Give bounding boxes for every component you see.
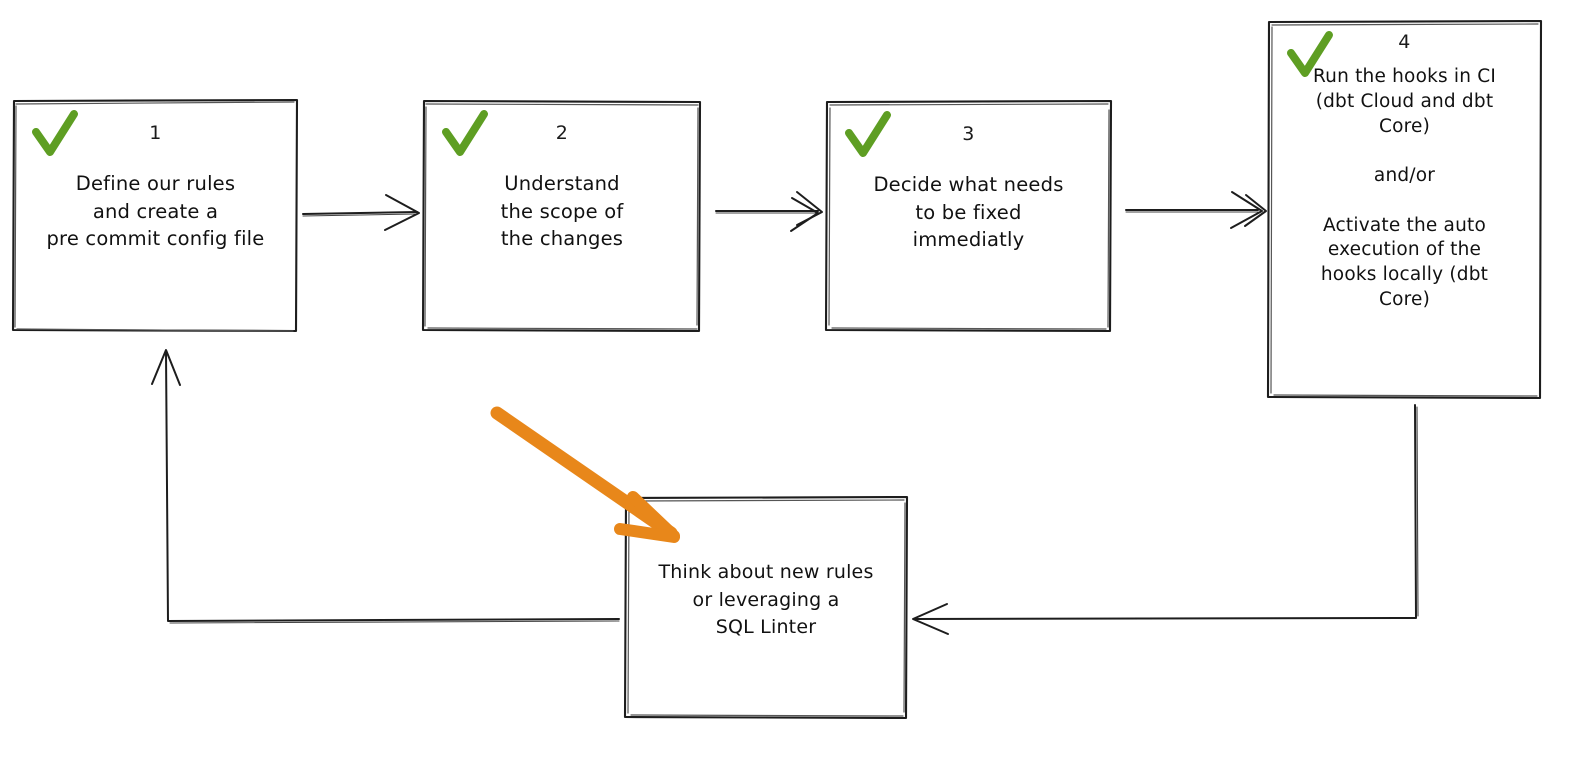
node-number: 4	[1398, 31, 1411, 53]
node-label: Decide what needs to be fixed immediatly	[873, 173, 1064, 252]
arrow-2-to-3	[715, 191, 823, 232]
flow-node-4[interactable]: 4 Run the hooks in CI (dbt Cloud and dbt…	[1268, 21, 1541, 398]
node-number: 2	[555, 122, 569, 144]
flow-node-2[interactable]: 2 Understand the scope of the changes	[423, 100, 701, 331]
node-label: Define our rules and create a pre commit…	[46, 172, 265, 251]
flow-node-5[interactable]: Think about new rules or leveraging a SQ…	[625, 497, 907, 718]
node-label: Think about new rules or leveraging a SQ…	[658, 561, 874, 639]
arrow-3-to-4	[1125, 191, 1267, 229]
flow-node-3[interactable]: 3 Decide what needs to be fixed immediat…	[826, 101, 1111, 331]
check-icon	[845, 111, 891, 157]
check-icon	[442, 110, 488, 156]
node-number: 3	[962, 123, 975, 145]
arrow-5-to-1	[151, 349, 620, 624]
check-icon	[32, 110, 78, 156]
node-number: 1	[149, 122, 162, 144]
node-label: Run the hooks in CI (dbt Cloud and dbt C…	[1312, 66, 1497, 311]
arrow-1-to-2	[302, 194, 420, 231]
arrow-4-to-5	[912, 404, 1419, 635]
flow-node-1[interactable]: 1 Define our rules and create a pre comm…	[13, 100, 298, 331]
node-label: Understand the scope of the changes	[500, 172, 624, 251]
